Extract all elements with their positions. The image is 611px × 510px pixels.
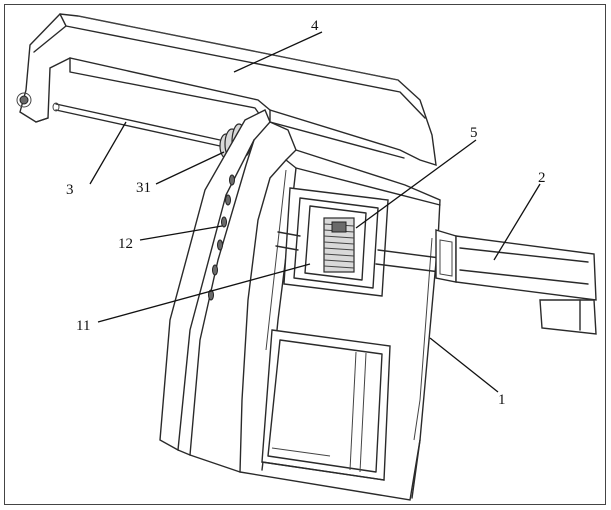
label-4: 4 — [311, 18, 319, 34]
label-11: 11 — [76, 318, 90, 334]
label-5: 5 — [470, 125, 478, 141]
side-holes — [208, 174, 235, 301]
label-1: 1 — [498, 392, 506, 408]
rod-and-spring — [52, 102, 252, 161]
label-12: 12 — [118, 236, 133, 252]
label-2: 2 — [538, 170, 546, 186]
top-cover — [16, 13, 437, 166]
spring-block — [323, 217, 355, 273]
window-assembly — [275, 187, 441, 297]
leader-lines — [89, 31, 541, 393]
figure-border — [4, 4, 606, 505]
lower-opening — [261, 329, 391, 481]
pull-handle — [435, 229, 597, 335]
label-31: 31 — [136, 180, 151, 196]
label-3: 3 — [66, 182, 74, 198]
